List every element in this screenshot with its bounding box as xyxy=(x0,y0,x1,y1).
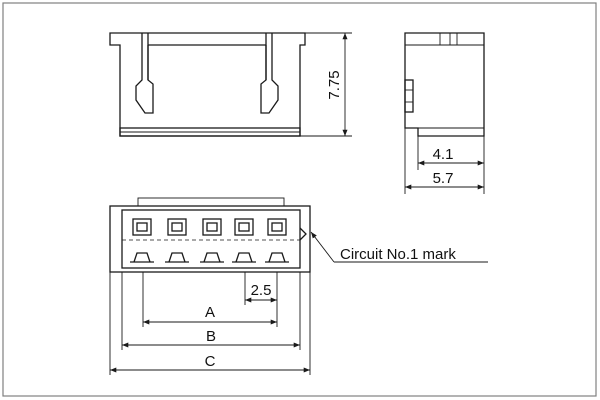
top-view xyxy=(109,32,306,137)
depth-inner-label: 4.1 xyxy=(433,146,454,163)
circuit-mark-callout: Circuit No.1 mark xyxy=(310,231,488,263)
dim-c-label: C xyxy=(205,353,216,370)
side-view xyxy=(404,32,485,137)
circuit-mark-label: Circuit No.1 mark xyxy=(340,246,456,263)
contact-slots xyxy=(130,218,289,263)
dimension-c: C xyxy=(110,353,310,373)
height-label: 7.75 xyxy=(326,70,343,99)
pitch-label: 2.5 xyxy=(251,282,272,299)
dimension-depth: 4.1 5.7 xyxy=(404,128,485,194)
dim-b-label: B xyxy=(206,328,216,345)
circuit-mark-notch xyxy=(299,227,307,241)
depth-outer-label: 5.7 xyxy=(433,170,454,187)
dim-a-label: A xyxy=(205,304,215,321)
drawing-frame xyxy=(2,2,597,397)
front-view xyxy=(109,197,311,273)
dimension-a: A xyxy=(143,304,277,325)
dimension-pitch: 2.5 xyxy=(245,282,277,303)
dimension-b: B xyxy=(122,328,300,348)
dimension-height: 7.75 xyxy=(300,32,352,137)
front-extension-lines xyxy=(109,272,311,375)
